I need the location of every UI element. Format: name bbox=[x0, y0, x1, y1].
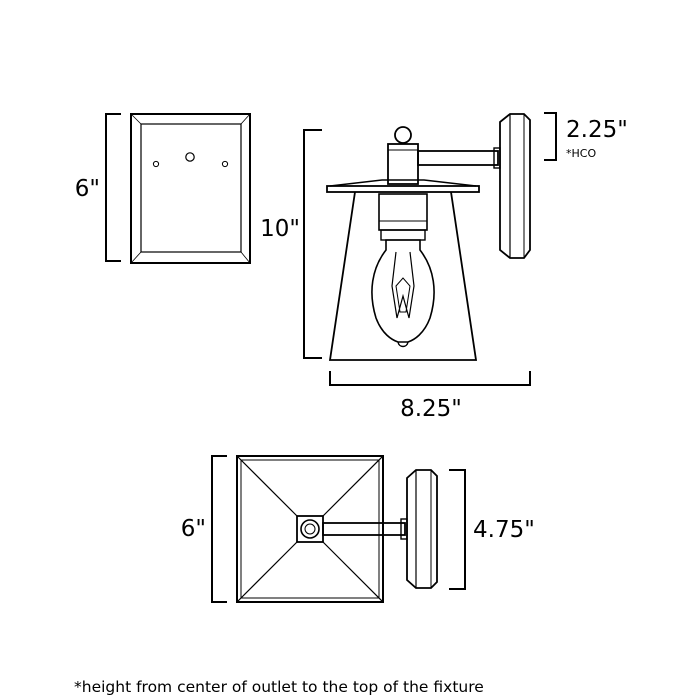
wall-plate-top bbox=[406, 469, 438, 589]
hco-bracket bbox=[544, 112, 557, 161]
depth-bracket bbox=[211, 455, 227, 603]
plate-width-label: 4.75" bbox=[473, 517, 535, 543]
mounting-hole-left bbox=[152, 160, 160, 168]
socket-housing bbox=[378, 193, 428, 231]
plate-bracket bbox=[449, 469, 466, 590]
hco-note: *HCO bbox=[566, 147, 596, 160]
mounting-hole-right bbox=[221, 160, 229, 168]
back-plate-view: 6" bbox=[75, 113, 251, 264]
height-bracket bbox=[105, 113, 121, 262]
hco-label: 2.25" bbox=[566, 117, 628, 143]
filament bbox=[391, 251, 415, 319]
top-arm bbox=[322, 522, 406, 536]
back-plate-outer bbox=[130, 113, 251, 264]
square-hood bbox=[236, 455, 384, 603]
width-bracket bbox=[329, 371, 531, 386]
side-view: 10" 8.25" 2.25" *HCO bbox=[260, 112, 628, 422]
top-view: 6" 4.75" bbox=[181, 455, 535, 603]
width-label: 8.25" bbox=[400, 396, 462, 422]
edison-bulb bbox=[371, 239, 435, 343]
overall-height-bracket bbox=[303, 129, 322, 359]
hood bbox=[326, 185, 480, 193]
top-view-depth-label: 6" bbox=[181, 516, 206, 542]
glass-shade bbox=[328, 191, 478, 361]
finial bbox=[394, 126, 412, 144]
overall-height-label: 10" bbox=[260, 216, 300, 242]
mounting-hole-center bbox=[185, 152, 195, 162]
back-plate-height-label: 6" bbox=[75, 176, 100, 202]
wall-arm bbox=[417, 150, 499, 166]
back-plate-inner bbox=[140, 123, 242, 253]
footnote: *height from center of outlet to the top… bbox=[74, 678, 484, 696]
wall-plate-side bbox=[499, 113, 531, 259]
